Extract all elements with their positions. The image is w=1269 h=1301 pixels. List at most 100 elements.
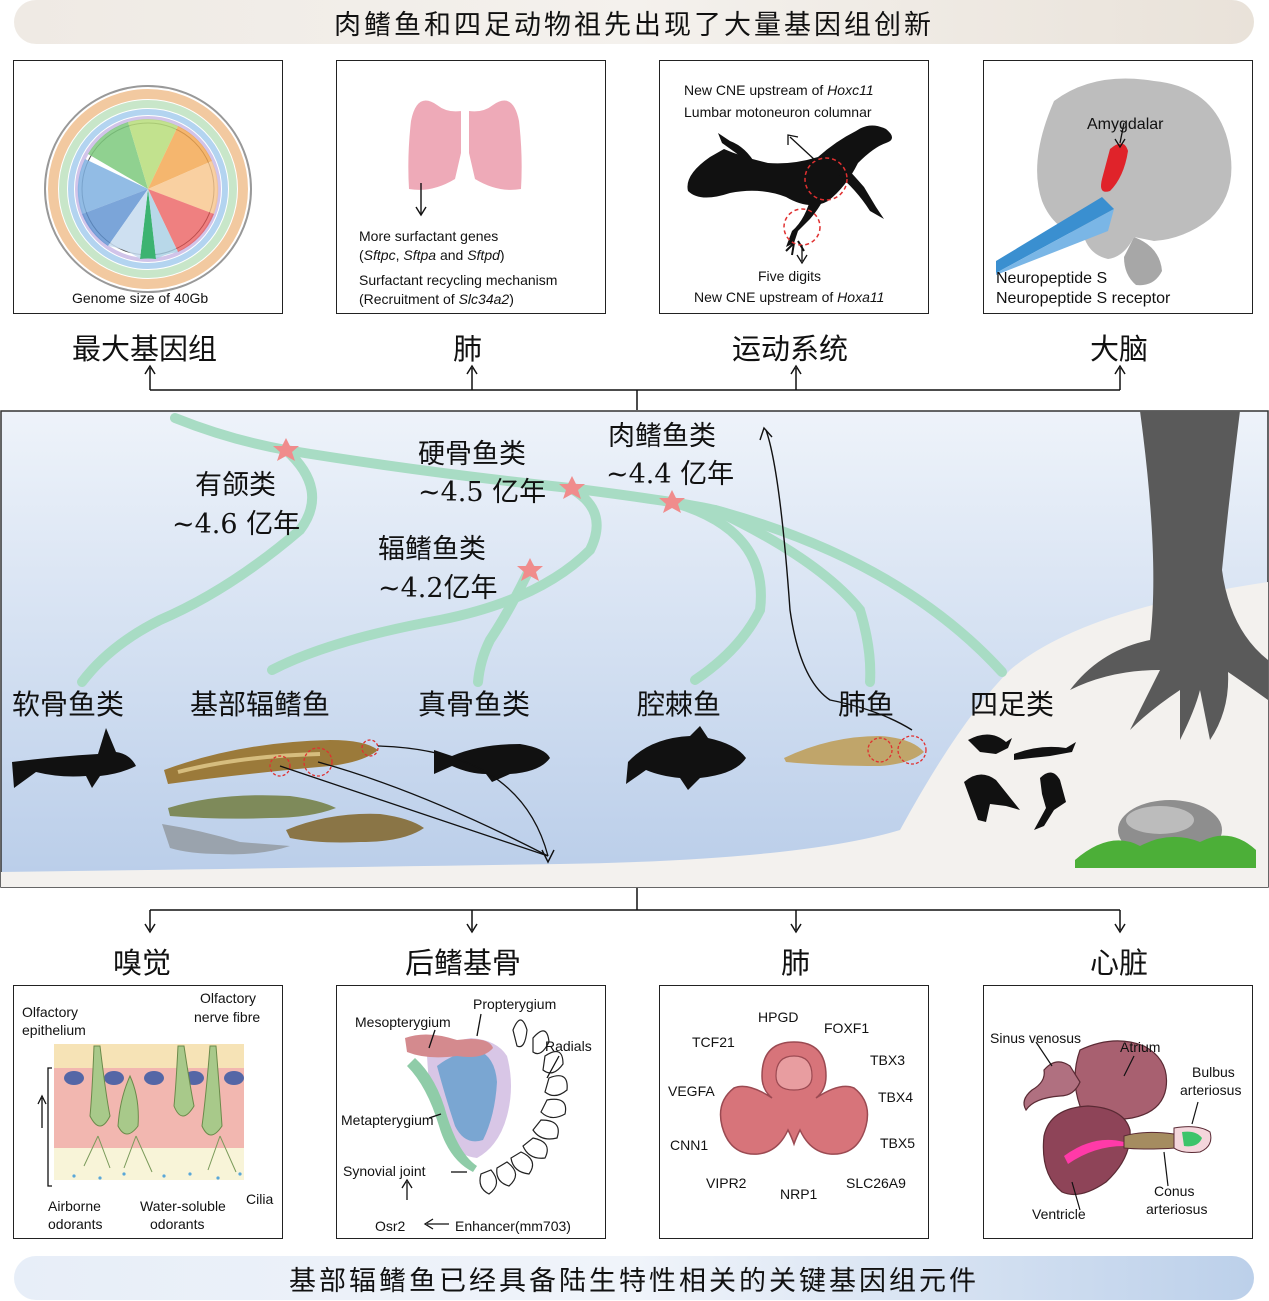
lung-genes-panel: HPGD TCF21 FOXF1 TBX3 VEGFA TBX4 CNN1 TB…	[659, 985, 929, 1239]
category-lung-top: 肺	[453, 332, 483, 366]
gene-cnn1: CNN1	[670, 1137, 709, 1153]
propterygium-label: Propterygium	[473, 996, 557, 1012]
olfactory-epithelium-label-2: epithelium	[22, 1022, 86, 1038]
slc34a2-text: (Recruitment of Slc34a2)	[359, 291, 514, 307]
osr2-label: Osr2	[375, 1218, 406, 1234]
category-locomotion: 运动系统	[732, 332, 849, 366]
radials-label: Radials	[545, 1038, 592, 1054]
atrium-label: Atrium	[1120, 1039, 1161, 1055]
clade-actinopterygii: 辐鳍鱼类	[378, 534, 486, 565]
gene-foxf1: FOXF1	[824, 1020, 870, 1036]
gene-slc26a9: SLC26A9	[846, 1175, 906, 1191]
airborne-odorants-label-1: Airborne	[48, 1198, 101, 1214]
paddlefish	[162, 824, 290, 855]
olfactory-nerve-label-2: nerve fibre	[194, 1009, 261, 1025]
tree-trunk	[1070, 411, 1268, 740]
shark-silhouette	[12, 728, 136, 788]
divergence-stars	[273, 438, 685, 581]
brain-illustration	[996, 78, 1232, 286]
grass	[1075, 835, 1256, 868]
bulbus-label-1: Bulbus	[1192, 1064, 1235, 1080]
ventricle-label: Ventricle	[1032, 1206, 1086, 1222]
lizard-silhouette	[687, 125, 892, 265]
water-soluble-label-2: odorants	[150, 1216, 205, 1232]
pectoral-fin-skeleton	[401, 1013, 568, 1230]
clade-actinopterygii-age: ~4.2亿年	[378, 573, 498, 604]
olfactory-epithelium-label-1: Olfactory	[22, 1004, 79, 1020]
bottom-connector-arrows	[144, 888, 1126, 934]
enhancer-label: Enhancer(mm703)	[455, 1218, 571, 1234]
tetrapod-silhouettes	[964, 734, 1076, 830]
olfactory-nerve-label-1: Olfactory	[200, 990, 257, 1006]
mesopterygium-label: Mesopterygium	[355, 1014, 451, 1030]
star-gnathostomes	[273, 438, 299, 461]
star-actinopterygii	[517, 558, 543, 581]
taxon-chondrichthyes: 软骨鱼类	[12, 688, 125, 721]
surfactant-recycling-text: Surfactant recycling mechanism	[359, 272, 558, 288]
olfactory-epithelium-illustration	[37, 1044, 244, 1187]
top-banner-text: 肉鳍鱼和四足动物祖先出现了大量基因组创新	[334, 9, 934, 41]
teleost-silhouette	[434, 744, 550, 782]
gene-tbx4: TBX4	[878, 1089, 914, 1105]
taxon-tetrapods: 四足类	[970, 688, 1055, 721]
top-connector-arrows	[144, 364, 1126, 410]
category-lung-bottom: 肺	[781, 946, 811, 980]
clade-gnathostomes: 有颌类	[195, 470, 276, 501]
taxon-lungfish: 肺鱼	[838, 688, 895, 721]
lung-bud-shape	[719, 1041, 869, 1155]
airborne-odorants-label-2: odorants	[48, 1216, 103, 1232]
coelacanth-silhouette	[626, 726, 746, 790]
taxon-coelacanth: 腔棘鱼	[637, 688, 722, 721]
gene-tbx3: TBX3	[870, 1052, 906, 1068]
gene-tbx5: TBX5	[880, 1135, 916, 1151]
phylogeny-scene	[0, 410, 1269, 888]
category-heart: 心脏	[1090, 946, 1149, 980]
category-brain: 大脑	[1090, 332, 1149, 366]
genome-size-label: Genome size of 40Gb	[72, 290, 209, 306]
heart-illustration	[1023, 1040, 1212, 1211]
category-largest-genome: 最大基因组	[72, 332, 218, 366]
bichir-fish	[164, 739, 379, 784]
clade-gnathostomes-age: ~4.6 亿年	[172, 509, 301, 540]
top-banner: 肉鳍鱼和四足动物祖先出现了大量基因组创新	[14, 0, 1254, 44]
bottom-banner: 基部辐鳍鱼已经具备陆生特性相关的关键基因组元件	[14, 1256, 1254, 1300]
star-osteichthyes	[559, 476, 585, 499]
gene-vipr2: VIPR2	[706, 1175, 747, 1191]
gar-fish	[168, 795, 336, 819]
amygdala-label: Amygdalar	[1087, 116, 1164, 133]
star-sarcopterygii	[659, 490, 685, 513]
gene-hpgd: HPGD	[758, 1009, 799, 1025]
taxon-basal-actinopterygii: 基部辐鳍鱼	[190, 688, 331, 721]
motoneuron-text: Lumbar motoneuron columnar	[684, 104, 872, 120]
neuropeptide-s-receptor-text: Neuropeptide S receptor	[996, 290, 1171, 307]
fin-panel: Propterygium Mesopterygium Radials Metap…	[336, 985, 606, 1239]
clade-sarcopterygii: 肉鳍鱼类	[608, 421, 716, 452]
clade-sarcopterygii-age: ~4.4 亿年	[606, 459, 735, 490]
category-olfaction: 嗅觉	[113, 946, 172, 980]
conus-label-1: Conus	[1154, 1183, 1195, 1199]
bottom-banner-text: 基部辐鳍鱼已经具备陆生特性相关的关键基因组元件	[289, 1265, 979, 1297]
genome-panel: Genome size of 40Gb	[13, 60, 283, 314]
bulbus-label-2: arteriosus	[1180, 1082, 1242, 1098]
category-fin-basal-bone: 后鳍基骨	[405, 946, 522, 980]
locomotion-panel: New CNE upstream of Hoxc11 Lumbar motone…	[659, 60, 929, 314]
neuropeptide-s-text: Neuropeptide S	[996, 270, 1108, 287]
olfaction-panel: Olfactory epithelium Olfactory nerve fib…	[13, 985, 283, 1239]
gene-vegfa: VEGFA	[668, 1083, 715, 1099]
five-digits-text: Five digits	[758, 268, 822, 284]
sinus-venosus-label: Sinus venosus	[990, 1030, 1082, 1046]
circos-plot	[44, 85, 252, 293]
lung-icon	[408, 77, 522, 217]
clade-osteichthyes-age: ~4.5 亿年	[418, 477, 547, 508]
lungfish	[784, 735, 927, 766]
brain-panel: Amygdalar Neuropeptide S Neuropeptide S …	[983, 60, 1253, 314]
surfactant-genes-text: More surfactant genes	[359, 228, 499, 244]
synovial-joint-label: Synovial joint	[343, 1163, 426, 1179]
bowfin-fish	[286, 813, 424, 843]
heart-panel: Sinus venosus Atrium Bulbus arteriosus C…	[983, 985, 1253, 1239]
conus-label-2: arteriosus	[1146, 1201, 1208, 1217]
gene-tcf21: TCF21	[692, 1034, 735, 1050]
metapterygium-label: Metapterygium	[341, 1112, 434, 1128]
gene-nrp1: NRP1	[780, 1186, 818, 1202]
water-soluble-label-1: Water-soluble	[140, 1198, 226, 1214]
